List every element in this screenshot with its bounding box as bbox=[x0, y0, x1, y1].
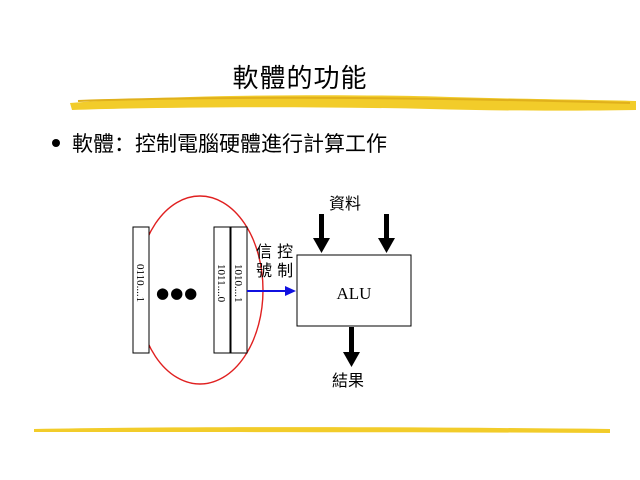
memory-ellipsis: ●●● bbox=[156, 284, 198, 302]
bullet-separator: ： bbox=[114, 132, 135, 156]
data-arrow-left bbox=[313, 214, 330, 253]
bullet-dot-icon bbox=[52, 139, 60, 147]
data-label: 資料 bbox=[329, 194, 361, 213]
slide-title: 軟體的功能 bbox=[232, 64, 368, 94]
title-underline-brush bbox=[70, 95, 636, 111]
footer-brush bbox=[34, 427, 610, 433]
alu-box bbox=[296, 254, 412, 327]
bullet-term: 軟體 bbox=[72, 132, 114, 156]
result-arrow bbox=[343, 327, 360, 367]
data-arrow-right bbox=[378, 214, 395, 253]
bullet-item: 軟體：控制電腦硬體進行計算工作 bbox=[52, 128, 387, 158]
signal-label-line1: 信 控 bbox=[256, 242, 293, 261]
bullet-text: 控制電腦硬體進行計算工作 bbox=[135, 132, 387, 156]
memory-cell-2-label: 1011....0 bbox=[215, 264, 227, 303]
memory-cell-3-label: 1010....1 bbox=[232, 264, 244, 303]
memory-cell-2 bbox=[213, 226, 231, 354]
alu-label: ALU bbox=[337, 284, 372, 303]
memory-cell-1 bbox=[132, 226, 150, 354]
signal-label-line2: 號 制 bbox=[256, 261, 293, 280]
result-label: 結果 bbox=[332, 371, 364, 390]
memory-cell-1-label: 0110....1 bbox=[134, 264, 146, 302]
signal-arrow bbox=[247, 286, 296, 296]
